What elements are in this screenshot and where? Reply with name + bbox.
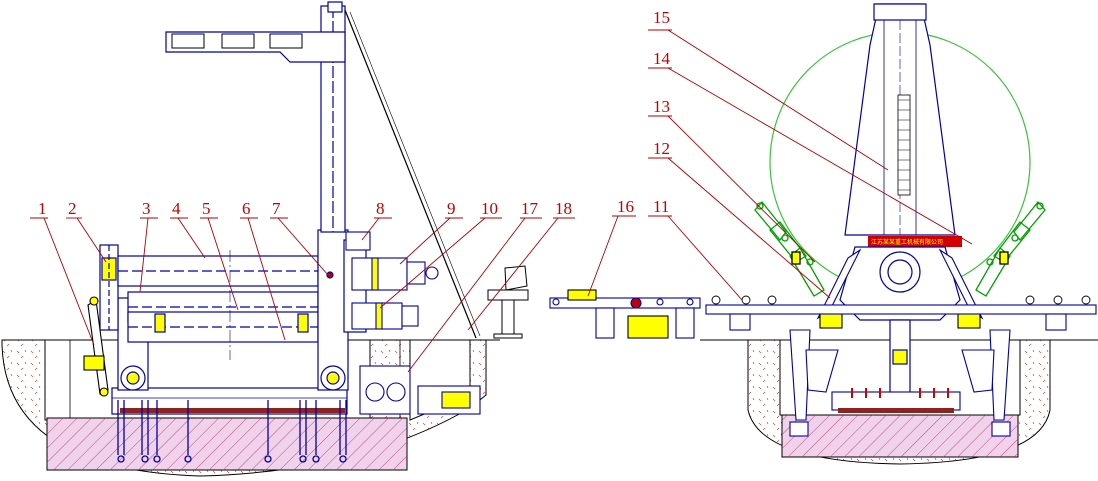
end-body	[839, 246, 961, 411]
nameplate-text: 江苏某某重工机械有限公司	[871, 238, 943, 246]
drive-units	[345, 231, 439, 330]
outfeed-carriage	[549, 289, 701, 339]
nameplate: 江苏某某重工机械有限公司	[868, 236, 962, 247]
lower-rolls	[127, 291, 319, 343]
upper-roll	[117, 255, 319, 287]
hydraulic-station	[359, 365, 481, 415]
callout-15: 15	[653, 8, 670, 27]
callout-18: 18	[555, 199, 572, 218]
end-foundation-pit	[700, 339, 1098, 465]
callout-6: 6	[242, 199, 251, 218]
hinged-arms-right	[975, 200, 1046, 297]
end-roller-table	[705, 295, 1097, 331]
end-base-plate	[831, 388, 961, 413]
base-frame	[111, 387, 348, 463]
end-callouts	[587, 29, 973, 301]
rollers	[711, 295, 1091, 305]
side-callout-labels: 1 2 3 4 5 6 7 8 9 10 17 18	[38, 199, 572, 218]
end-callout-labels: 15 14 13 12 11 16	[617, 8, 671, 216]
callout-1: 1	[38, 199, 47, 218]
callout-8: 8	[376, 199, 385, 218]
callout-14: 14	[653, 49, 671, 68]
callout-5: 5	[202, 199, 211, 218]
callout-3: 3	[142, 199, 151, 218]
hinged-arms-left	[754, 200, 825, 297]
end-elevation-view: 江苏某某重工机械有限公司	[549, 3, 1098, 465]
callout-2: 2	[68, 199, 77, 218]
callout-7: 7	[272, 199, 281, 218]
callout-9: 9	[447, 199, 456, 218]
callout-17: 17	[521, 199, 539, 218]
end-tower	[844, 3, 956, 236]
callout-4: 4	[172, 199, 181, 218]
side-callouts	[30, 217, 575, 373]
tilting-cylinder	[83, 296, 109, 397]
jib-trolleys	[171, 33, 303, 49]
callout-16: 16	[617, 197, 634, 216]
callout-13: 13	[653, 97, 670, 116]
foundation-pit	[1, 339, 500, 477]
callout-12: 12	[653, 139, 670, 158]
column-and-jib	[165, 1, 481, 339]
pit-legs	[789, 329, 1011, 437]
anchor-bolts	[117, 400, 347, 463]
tie-rod	[344, 9, 477, 339]
callout-10: 10	[481, 199, 498, 218]
side-elevation-view: 1 2 3 4 5 6 7 8 9 10 17 18	[1, 1, 575, 477]
control-console	[487, 265, 529, 339]
callout-11: 11	[653, 197, 669, 216]
